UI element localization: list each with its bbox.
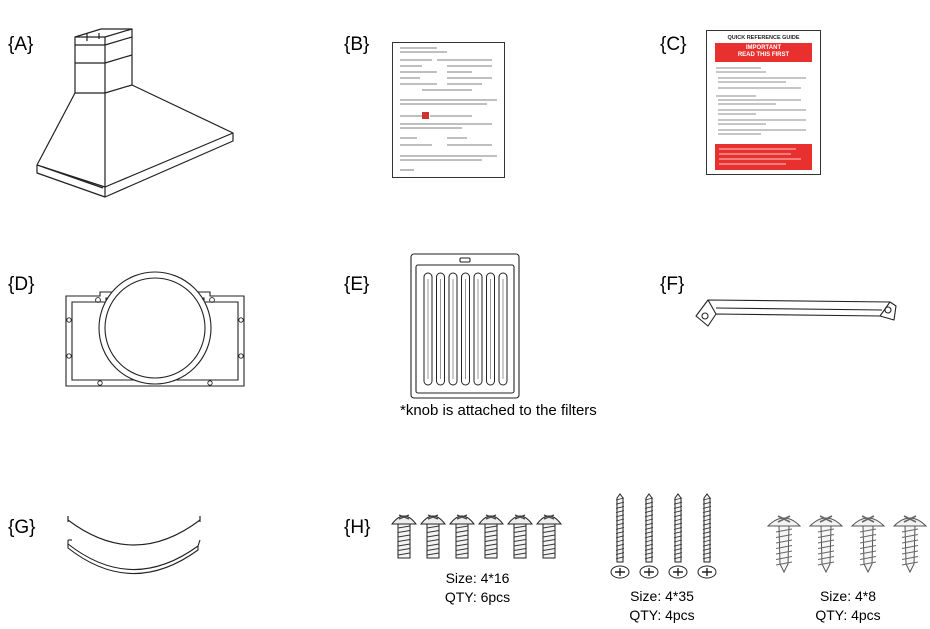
long-screw (668, 493, 688, 579)
machine-screw (535, 514, 563, 559)
screw-qty-4x8: QTY: 4pcs (815, 607, 881, 623)
guide-banner-line2: READ THIS FIRST (737, 52, 790, 58)
self-tapping-screw (808, 515, 844, 574)
label-f: {F} (660, 274, 685, 295)
filter-slot (448, 272, 458, 386)
self-tapping-screw (850, 515, 886, 574)
installation-document-illustration (392, 42, 505, 178)
screws-4x16-illustration (390, 514, 563, 559)
quick-reference-guide-drawing (706, 30, 821, 175)
label-h: {H} (344, 517, 371, 538)
machine-screw (506, 514, 534, 559)
screw-qty-4x16: QTY: 6pcs (444, 589, 511, 605)
filter-slot (486, 272, 495, 386)
mounting-bracket-illustration (695, 299, 897, 327)
screw-size-4x35: Size: 4*35 (630, 588, 694, 604)
guide-title: QUICK REFERENCE GUIDE (727, 35, 800, 41)
filter-slot (461, 272, 470, 386)
quick-reference-guide-illustration: QUICK REFERENCE GUIDE IMPORTANT READ THI… (706, 30, 821, 175)
long-screw (697, 493, 717, 579)
baffle-filter-illustration (410, 253, 520, 399)
duct-cover-halves-illustration (67, 516, 201, 574)
machine-screw (448, 514, 476, 559)
self-tapping-screw (766, 515, 802, 574)
guide-banner-line1: IMPORTANT (745, 45, 782, 51)
range-hood-illustration (36, 28, 234, 198)
machine-screw (390, 514, 418, 559)
screw-size-4x16: Size: 4*16 (445, 570, 510, 586)
filter-slot (423, 272, 433, 386)
label-e: {E} (344, 274, 370, 295)
label-a: {A} (8, 34, 34, 55)
screw-size-4x8: Size: 4*8 (819, 588, 877, 604)
screws-4x35-group (610, 493, 717, 579)
duct-flange-plate-illustration (65, 271, 245, 387)
screws-4x35-illustration (610, 493, 717, 579)
filter-note: *knob is attached to the filters (400, 402, 597, 419)
filter-slot (473, 272, 483, 386)
machine-screw (419, 514, 447, 559)
label-b: {B} (344, 34, 370, 55)
long-screw (639, 493, 659, 579)
screws-4x16-group (390, 514, 563, 559)
filter-slots (423, 272, 508, 386)
filter-slot (498, 272, 508, 386)
label-g: {G} (8, 517, 36, 538)
screws-4x8-group (766, 515, 928, 574)
label-d: {D} (8, 274, 35, 295)
screws-4x8-illustration (766, 515, 928, 574)
filter-slot (436, 272, 445, 386)
long-screw (610, 493, 630, 579)
machine-screw (477, 514, 505, 559)
label-c: {C} (660, 34, 687, 55)
screw-qty-4x35: QTY: 4pcs (629, 607, 695, 623)
self-tapping-screw (892, 515, 928, 574)
